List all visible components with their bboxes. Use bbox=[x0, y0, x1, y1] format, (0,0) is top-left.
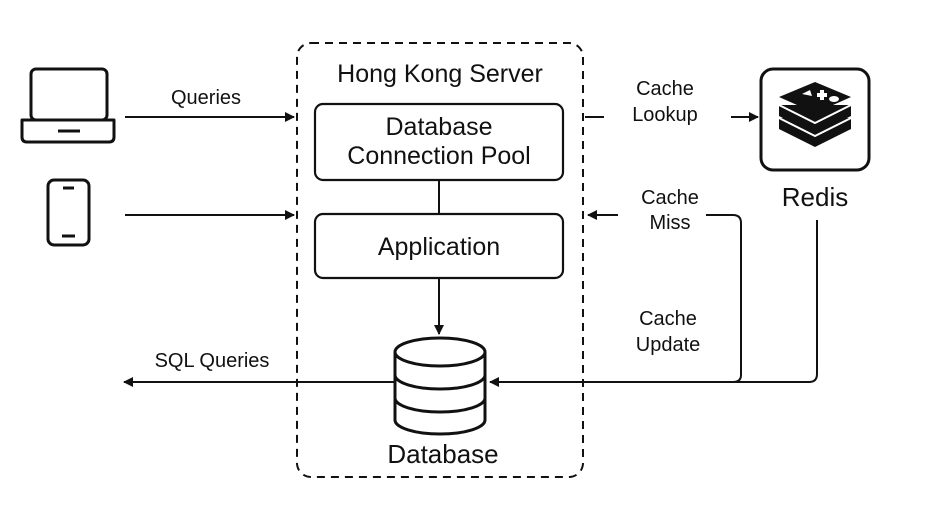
connection-pool-label-line2: Connection Pool bbox=[347, 142, 530, 170]
cache-lookup-label-line1: Cache bbox=[636, 78, 694, 100]
application-label: Application bbox=[378, 233, 500, 261]
connection-pool-node[interactable]: Database Connection Pool bbox=[313, 102, 565, 182]
server-title: Hong Kong Server bbox=[337, 60, 543, 88]
cache-update-path bbox=[489, 220, 818, 387]
cache-miss-path bbox=[706, 214, 742, 383]
database-cylinder-icon[interactable] bbox=[393, 336, 487, 436]
laptop-icon[interactable] bbox=[20, 67, 116, 144]
redis-stack-icon[interactable] bbox=[759, 67, 871, 172]
cache-update-label-line2: Update bbox=[636, 334, 701, 356]
cache-lookup-label-line2: Lookup bbox=[632, 104, 698, 126]
hong-kong-server-group: Hong Kong Server Database Connection Poo… bbox=[296, 42, 584, 478]
database-label: Database bbox=[387, 439, 498, 469]
redis-label: Redis bbox=[782, 182, 848, 212]
cache-update-label-line1: Cache bbox=[639, 308, 697, 330]
application-node[interactable]: Application bbox=[313, 212, 565, 280]
server-boundary bbox=[296, 42, 584, 478]
phone-icon[interactable] bbox=[46, 178, 91, 247]
cache-miss-label-line1: Cache bbox=[641, 187, 699, 209]
cache-miss-label-line2: Miss bbox=[649, 212, 690, 234]
sql-queries-label: SQL Queries bbox=[155, 350, 270, 372]
queries-label: Queries bbox=[171, 87, 241, 109]
connection-pool-label-line1: Database bbox=[385, 113, 492, 141]
